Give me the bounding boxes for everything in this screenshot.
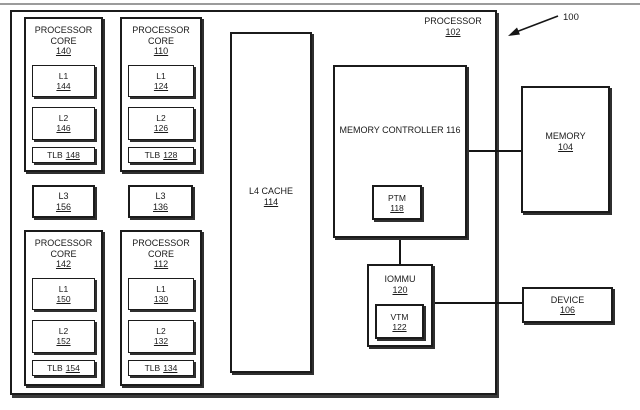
iommu-120-label-block: IOMMU 120 [369,274,431,296]
memory-104-box: MEMORY 104 [521,86,610,213]
l1-cache-144-box: L1 144 [32,64,95,97]
l2-cache-126-box: L2 126 [128,106,194,140]
tlb-134-box: TLB 134 [128,359,194,376]
tlb-134-label: TLB [144,362,161,373]
l1-cache-150-box: L1 150 [32,277,95,310]
l3-cache-156-ref: 156 [55,201,72,212]
iommu-120-label: IOMMU [384,274,416,284]
l1-cache-124-ref: 124 [153,80,169,91]
connector-memory-controller-to-iommu [399,236,401,264]
ptm-118-box: PTM 118 [372,185,422,220]
l1-cache-130-box: L1 130 [128,277,194,310]
device-106-label: DEVICE [550,294,585,305]
device-106-ref: 106 [559,305,576,315]
core-140-title-line1: PROCESSOR [34,25,93,35]
memory-controller-116-label-block: MEMORY CONTROLLER 116 [335,67,465,135]
l2-cache-126-ref: 126 [153,123,169,133]
l3-cache-136-label: L3 [155,191,166,201]
l1-cache-130-ref: 130 [153,293,169,304]
tlb-148-label: TLB [47,149,63,160]
processor-core-112-box: PROCESSOR CORE 112 L1 130 L2 132 TLB 134 [120,230,202,386]
memory-104-label: MEMORY [545,130,586,141]
l3-cache-156-box: L3 156 [32,185,95,218]
core-110-ref: 110 [153,46,169,56]
tlb-134-ref: 134 [163,362,178,373]
l2-cache-152-ref: 152 [56,336,71,346]
l2-cache-146-box: L2 146 [32,106,95,140]
l3-cache-156-label: L3 [58,191,69,201]
ptm-118-label: PTM [388,192,406,203]
l1-cache-150-label: L1 [58,283,69,294]
processor-label: PROCESSOR 102 [408,16,498,38]
core-140-title: PROCESSOR CORE 140 [35,25,93,57]
core-112-ref: 112 [153,259,169,269]
l2-cache-132-ref: 132 [153,336,169,346]
l1-cache-124-label: L1 [156,70,166,81]
l4-cache-114-label: L4 CACHE [248,185,293,196]
vtm-122-ref: 122 [392,321,407,332]
l2-cache-132-box: L2 132 [128,319,194,353]
l1-cache-124-box: L1 124 [128,64,194,97]
core-110-title-line1: PROCESSOR [132,25,190,35]
l1-cache-130-label: L1 [156,283,166,294]
tlb-128-label: TLB [144,149,161,160]
l4-cache-114-box: L4 CACHE 114 [230,32,312,373]
core-112-title-line2: CORE [147,248,174,259]
l2-cache-132-label: L2 [156,326,166,336]
l2-cache-146-ref: 146 [56,123,71,133]
core-142-title-line1: PROCESSOR [34,238,93,248]
l4-cache-114-label-block: L4 CACHE 114 [249,186,293,208]
memory-104-ref: 104 [557,141,574,152]
iommu-120-ref: 120 [392,285,408,295]
core-112-title-line1: PROCESSOR [132,238,190,248]
processor-core-110-box: PROCESSOR CORE 110 L1 124 L2 126 TLB 128 [120,17,202,172]
core-140-ref: 140 [55,46,71,56]
memory-controller-116-label: MEMORY CONTROLLER [339,125,444,135]
l1-cache-150-ref: 150 [56,293,71,304]
l2-cache-152-label: L2 [58,326,69,336]
connector-iommu-to-device [433,302,522,304]
processor-core-142-box: PROCESSOR CORE 142 L1 150 L2 152 TLB 154 [24,230,103,386]
memory-controller-116-ref: 116 [446,125,461,135]
core-142-title-line2: CORE [50,248,77,259]
core-140-title-line2: CORE [50,35,77,46]
l3-cache-136-box: L3 136 [128,185,193,218]
l2-cache-146-label: L2 [58,113,69,123]
tlb-128-box: TLB 128 [128,146,194,163]
core-142-title: PROCESSOR CORE 142 [35,238,93,270]
tlb-148-ref: 148 [65,149,80,160]
l2-cache-152-box: L2 152 [32,319,95,353]
tlb-154-box: TLB 154 [32,359,95,376]
l1-cache-144-ref: 144 [56,80,71,91]
core-110-title-line2: CORE [147,35,174,46]
tlb-154-ref: 154 [65,362,80,373]
device-106-box: DEVICE 106 [522,287,613,323]
figure-reference-arrow-icon [508,15,559,36]
processor-title: PROCESSOR [424,16,482,26]
memory-104-label-block: MEMORY 104 [545,131,585,153]
tlb-154-label: TLB [47,362,63,373]
core-142-ref: 142 [55,259,71,269]
l4-cache-114-ref: 114 [263,196,279,207]
tlb-148-box: TLB 148 [32,146,95,163]
connector-memory-controller-to-memory [467,150,521,152]
figure-reference-number: 100 [563,12,579,23]
core-110-title: PROCESSOR CORE 110 [132,25,190,57]
l2-cache-126-label: L2 [156,113,166,123]
vtm-122-label: VTM [390,311,409,322]
processor-core-140-box: PROCESSOR CORE 140 L1 144 L2 146 TLB 148 [24,17,103,172]
processor-ref: 102 [445,27,461,37]
l3-cache-136-ref: 136 [152,201,169,212]
l1-cache-144-label: L1 [58,70,69,81]
ptm-118-ref: 118 [390,202,404,213]
vtm-122-box: VTM 122 [375,304,424,339]
core-112-title: PROCESSOR CORE 112 [132,238,190,270]
scan-artifact-line [0,3,640,5]
tlb-128-ref: 128 [163,149,178,160]
